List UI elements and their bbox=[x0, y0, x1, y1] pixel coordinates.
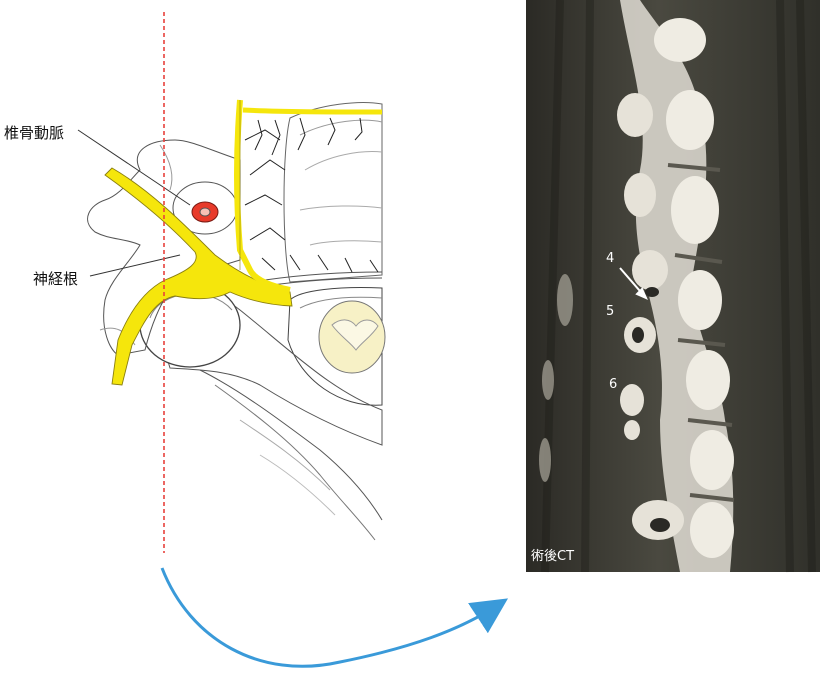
vertebral-body-outline bbox=[284, 103, 382, 282]
root-leader-line bbox=[90, 255, 180, 276]
curved-arrow bbox=[162, 568, 498, 666]
ct-level-6-label: 6 bbox=[609, 377, 617, 392]
nerve-root-label: 神経根 bbox=[33, 268, 78, 289]
ct-level-5-label: 5 bbox=[606, 304, 614, 319]
ct-image bbox=[526, 0, 820, 572]
radicular-vessel bbox=[237, 100, 290, 290]
ct-caption: 術後CT bbox=[531, 545, 574, 564]
ct-level-4-label: 4 bbox=[606, 251, 614, 266]
vertebral-artery-label: 椎骨動脈 bbox=[4, 122, 64, 143]
